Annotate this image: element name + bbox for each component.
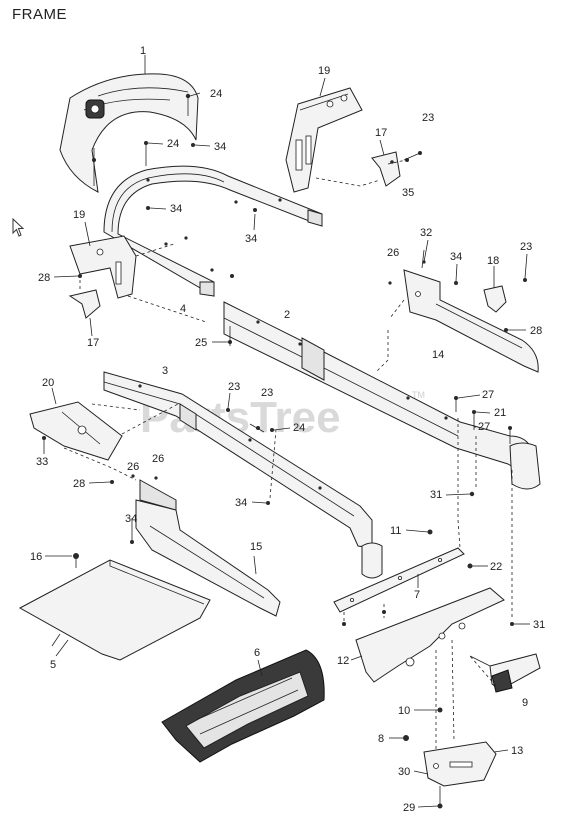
label-35: 35 bbox=[402, 187, 414, 199]
label-25: 25 bbox=[195, 337, 207, 349]
label-24-a: 24 bbox=[210, 88, 222, 100]
label-34-e: 34 bbox=[235, 497, 247, 509]
label-28-a: 28 bbox=[38, 272, 50, 284]
part-15-side-skirt bbox=[135, 479, 281, 617]
label-23-d: 23 bbox=[261, 387, 273, 399]
label-27-a: 27 bbox=[482, 389, 494, 401]
part-4-rear-frame bbox=[103, 165, 323, 297]
label-1: 1 bbox=[140, 45, 146, 57]
callout-labels: 1 2 3 4 5 6 7 8 9 10 11 12 13 14 15 16 1… bbox=[30, 45, 545, 814]
fasteners bbox=[42, 93, 527, 809]
label-34-a: 34 bbox=[214, 141, 226, 153]
label-9: 9 bbox=[522, 697, 528, 709]
label-2: 2 bbox=[284, 309, 290, 321]
label-30: 30 bbox=[398, 766, 410, 778]
label-19-left: 19 bbox=[73, 209, 85, 221]
label-22: 22 bbox=[490, 561, 502, 573]
label-12: 12 bbox=[337, 655, 349, 667]
label-32: 32 bbox=[420, 227, 432, 239]
label-10: 10 bbox=[398, 705, 410, 717]
label-23-a: 23 bbox=[422, 112, 434, 124]
label-16: 16 bbox=[30, 551, 42, 563]
part-1-rear-hood bbox=[59, 55, 199, 193]
label-34-b: 34 bbox=[170, 203, 182, 215]
label-26-a: 26 bbox=[387, 247, 399, 259]
label-24-b: 24 bbox=[167, 138, 179, 150]
part-12-mount-plate bbox=[355, 587, 505, 683]
label-23-b: 23 bbox=[520, 241, 532, 253]
label-3: 3 bbox=[162, 365, 168, 377]
label-17-top: 17 bbox=[375, 127, 387, 139]
label-28-b: 28 bbox=[530, 325, 542, 337]
label-5: 5 bbox=[50, 659, 56, 671]
label-15: 15 bbox=[250, 541, 262, 553]
label-26-b: 26 bbox=[127, 461, 139, 473]
label-20: 20 bbox=[42, 377, 54, 389]
part-5-floor-plate bbox=[18, 559, 211, 661]
part-9-light bbox=[469, 653, 541, 693]
part-2-main-rail bbox=[223, 301, 541, 490]
label-13: 13 bbox=[511, 745, 523, 757]
label-17-left: 17 bbox=[87, 337, 99, 349]
label-11: 11 bbox=[390, 525, 401, 537]
label-34-d: 34 bbox=[450, 251, 462, 263]
label-31-b: 31 bbox=[533, 619, 545, 631]
part-14-right-rail bbox=[403, 249, 539, 373]
label-33: 33 bbox=[36, 456, 48, 468]
label-24-c: 24 bbox=[293, 422, 305, 434]
label-23-c: 23 bbox=[228, 381, 240, 393]
label-8: 8 bbox=[378, 733, 384, 745]
part-6-deck-cover bbox=[161, 649, 325, 763]
part-19-seat-bracket bbox=[285, 77, 363, 193]
label-leaders bbox=[43, 92, 530, 808]
mouse-cursor-icon bbox=[12, 218, 25, 237]
label-7: 7 bbox=[414, 589, 420, 601]
label-18: 18 bbox=[487, 255, 499, 267]
label-31-a: 31 bbox=[430, 489, 442, 501]
part-17-bracket-left bbox=[68, 289, 101, 337]
label-21: 21 bbox=[494, 407, 506, 419]
part-7-bar bbox=[333, 547, 465, 613]
part-19-left-bracket bbox=[69, 221, 137, 299]
label-4: 4 bbox=[180, 303, 186, 315]
label-27-b: 27 bbox=[478, 421, 490, 433]
label-34-c: 34 bbox=[245, 233, 257, 245]
label-26-c: 26 bbox=[152, 453, 164, 465]
watermark-tm: TM bbox=[412, 390, 425, 400]
part-13-foot-bracket bbox=[423, 741, 497, 787]
label-19-top: 19 bbox=[318, 65, 330, 77]
diagram-title: FRAME bbox=[12, 6, 67, 23]
part-18-bracket bbox=[483, 266, 507, 313]
label-29: 29 bbox=[403, 802, 415, 814]
label-34-f: 34 bbox=[125, 513, 137, 525]
assembly-lines bbox=[63, 159, 513, 750]
part-20-plate bbox=[29, 387, 123, 461]
part-3-left-rail bbox=[103, 371, 383, 579]
label-28-c: 28 bbox=[73, 478, 85, 490]
label-6: 6 bbox=[254, 647, 260, 659]
label-14: 14 bbox=[432, 349, 444, 361]
part-17-bracket-top bbox=[371, 139, 401, 187]
